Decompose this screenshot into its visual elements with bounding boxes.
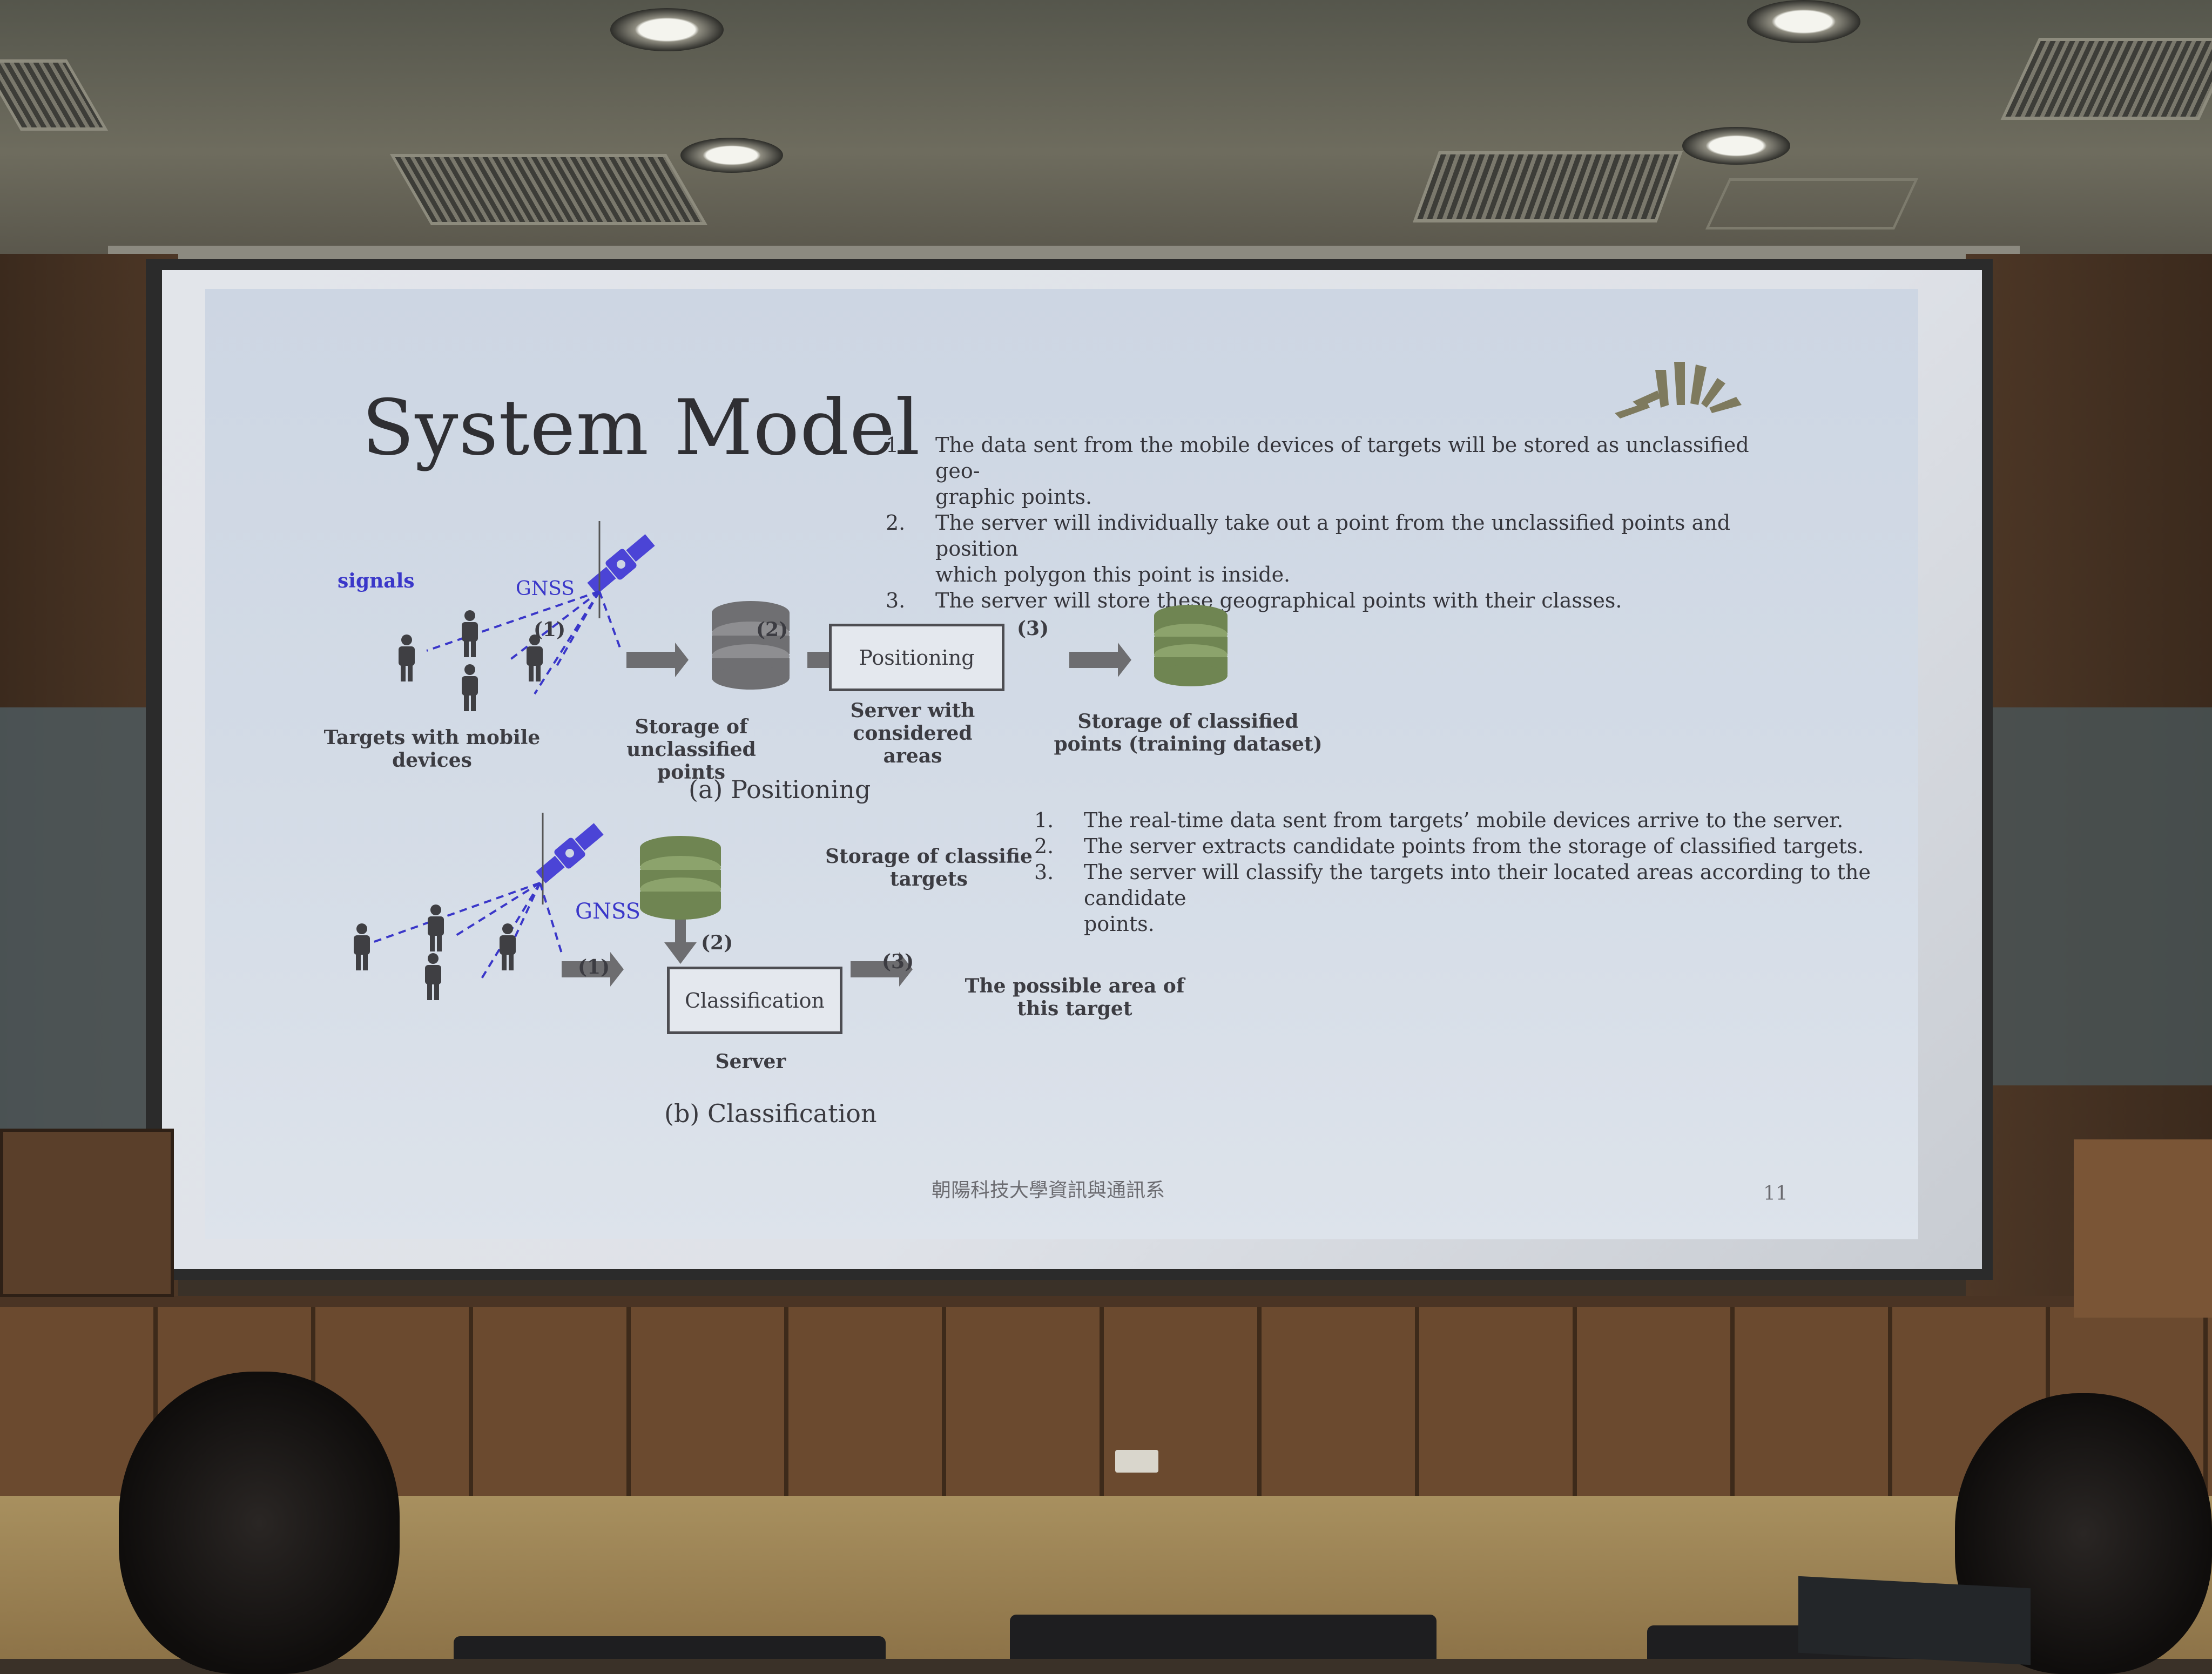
- label-line: Storage of unclassified: [626, 716, 756, 761]
- left-window: [0, 707, 162, 1129]
- classification-diagram: [354, 813, 913, 1000]
- ceiling-light: [1682, 127, 1790, 165]
- ceiling: [0, 0, 2212, 254]
- list-item: 3. The server will classify the targets i…: [1034, 859, 1909, 911]
- label-line: The possible area of: [965, 975, 1185, 997]
- list-item: 2. The server will individually take out …: [886, 510, 1750, 562]
- label-line: Server with: [850, 699, 975, 722]
- label-line: points: [657, 761, 725, 784]
- label-line: Storage of classified: [1077, 710, 1299, 733]
- list-number: 3.: [886, 589, 906, 612]
- list-text: The data sent from the mobile devices of…: [935, 433, 1749, 483]
- list-text: graphic points.: [935, 485, 1092, 509]
- server-label: Server with considered areas: [821, 699, 1004, 767]
- list-number: 2.: [886, 511, 906, 535]
- university-logo: [1615, 362, 1742, 418]
- slide-footer: 朝陽科技大學資訊與通訊系: [932, 1179, 1165, 1202]
- satellite-icon: [584, 531, 658, 598]
- right-podium: [2074, 1139, 2212, 1318]
- signal-lines: [372, 882, 563, 981]
- list-text: The server will individually take out a …: [935, 511, 1731, 561]
- classified-targets-database-icon: [640, 836, 721, 920]
- list-text: The server extracts candidate points fro…: [1084, 834, 1864, 858]
- seat-back: [454, 1636, 886, 1659]
- label-line: targets: [890, 868, 968, 890]
- classification-steps: 1. The real-time data sent from targets’ …: [1034, 807, 1909, 937]
- label-line: this target: [1017, 997, 1132, 1020]
- list-item-cont: graphic points.: [886, 484, 1750, 510]
- targets-label: Targets with mobile devices: [323, 726, 541, 772]
- list-item: 3. The server will store these geographic…: [886, 588, 1750, 613]
- positioning-caption: (a) Positioning: [689, 775, 871, 804]
- classified-storage-label: Storage of classified points (training d…: [1053, 710, 1323, 755]
- person-icons: [399, 610, 543, 711]
- positioning-diagram: [399, 521, 1228, 711]
- list-text: The server will store these geographical…: [935, 589, 1622, 612]
- seat-back: [1010, 1615, 1437, 1659]
- list-item: 1. The data sent from the mobile devices …: [886, 432, 1750, 484]
- list-item: 2. The server extracts candidate points f…: [1034, 833, 1909, 859]
- step-label: (3): [1017, 617, 1049, 640]
- ceiling-light: [1747, 0, 1860, 43]
- list-item: 1. The real-time data sent from targets’ …: [1034, 807, 1909, 833]
- list-item-cont: which polygon this point is inside.: [886, 562, 1750, 588]
- label-line: Storage of classifie: [825, 845, 1033, 868]
- list-text: The server will classify the targets int…: [1084, 860, 1871, 910]
- server-label: Server: [715, 1050, 786, 1073]
- list-number: 1.: [886, 433, 906, 457]
- signal-lines: [426, 590, 622, 695]
- laptop-screen: [1798, 1576, 2031, 1665]
- page-number: 11: [1763, 1183, 1788, 1205]
- ceiling-light: [610, 8, 724, 51]
- list-item-cont: points.: [1034, 911, 1909, 937]
- classification-box: Classification: [667, 967, 842, 1034]
- satellite-icon: [533, 820, 606, 887]
- list-number: 3.: [1034, 860, 1054, 884]
- step-label: (1): [578, 956, 610, 978]
- presentation-slide: System Model 1. The data sent from the mo…: [205, 289, 1918, 1239]
- step-label: (2): [756, 618, 788, 641]
- possible-area-label: The possible area of this target: [961, 975, 1188, 1020]
- gnss-label: GNSS: [516, 578, 575, 600]
- positioning-box: Positioning: [829, 624, 1004, 691]
- ceiling-vent: [1412, 151, 1683, 222]
- list-text: The real-time data sent from targets’ mo…: [1084, 808, 1844, 832]
- list-text: points.: [1084, 912, 1155, 936]
- signals-label: signals: [338, 570, 415, 592]
- label-line: areas: [883, 745, 942, 767]
- label-line: considered: [853, 722, 973, 745]
- list-text: which polygon this point is inside.: [935, 563, 1291, 586]
- ceiling-panel: [1705, 178, 1919, 230]
- left-cabinet: [0, 1129, 174, 1297]
- label-line: points (training dataset): [1054, 733, 1323, 755]
- step-label: (2): [701, 932, 733, 954]
- slide-title: System Model: [362, 383, 921, 473]
- step-label: (1): [534, 618, 566, 641]
- right-window: [1977, 707, 2212, 1085]
- list-number: 2.: [1034, 834, 1054, 858]
- ceiling-vent: [389, 154, 708, 225]
- audience-head: [119, 1372, 400, 1674]
- classification-caption: (b) Classification: [664, 1099, 877, 1128]
- unclassified-storage-label: Storage of unclassified points: [578, 716, 805, 784]
- step-label: (3): [882, 950, 914, 973]
- power-outlet: [1115, 1450, 1158, 1473]
- list-number: 1.: [1034, 808, 1054, 832]
- positioning-steps: 1. The data sent from the mobile devices …: [886, 432, 1750, 613]
- classified-targets-label: Storage of classifie targets: [821, 845, 1037, 890]
- gnss-label: GNSS: [575, 899, 641, 924]
- classified-database-icon: [1154, 605, 1228, 686]
- unclassified-database-icon: [712, 601, 790, 690]
- person-icons: [354, 905, 516, 1000]
- ceiling-light: [680, 138, 783, 173]
